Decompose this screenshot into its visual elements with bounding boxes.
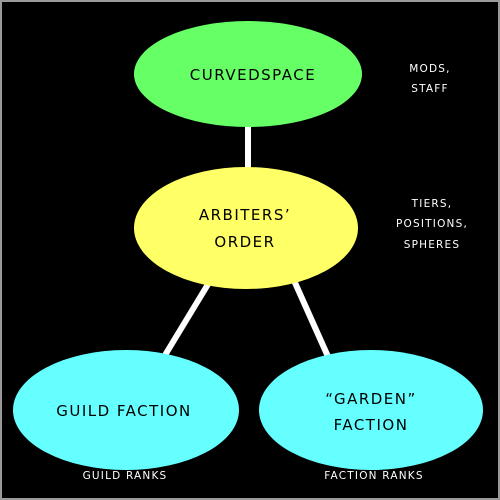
node-arbiters-order-label-line2: ORDER — [214, 233, 275, 251]
connector-arbiters-garden — [289, 274, 337, 372]
node-garden-faction-label-line1: “GARDEN” — [325, 390, 417, 408]
note-guild-faction: GUILD RANKS — [83, 470, 168, 482]
node-guild-faction — [13, 350, 239, 470]
node-curvedspace-label: CURVEDSPACE — [190, 66, 316, 84]
note-arbiters-line1: TIERS, — [411, 198, 453, 210]
node-curvedspace — [134, 21, 362, 127]
node-garden-faction — [259, 350, 483, 470]
note-garden-faction: FACTION RANKS — [324, 470, 423, 482]
note-curvedspace-line1: MODS, — [409, 63, 450, 75]
note-arbiters-line3: SPHERES — [404, 239, 461, 251]
note-arbiters-line2: POSITIONS, — [396, 218, 468, 230]
node-arbiters-order — [134, 167, 358, 289]
node-guild-faction-label: GUILD FACTION — [56, 402, 192, 420]
node-garden-faction-label-line2: FACTION — [334, 416, 409, 434]
node-arbiters-order-label-line1: ARBITERS’ — [199, 206, 291, 224]
note-curvedspace-line2: STAFF — [411, 83, 449, 95]
